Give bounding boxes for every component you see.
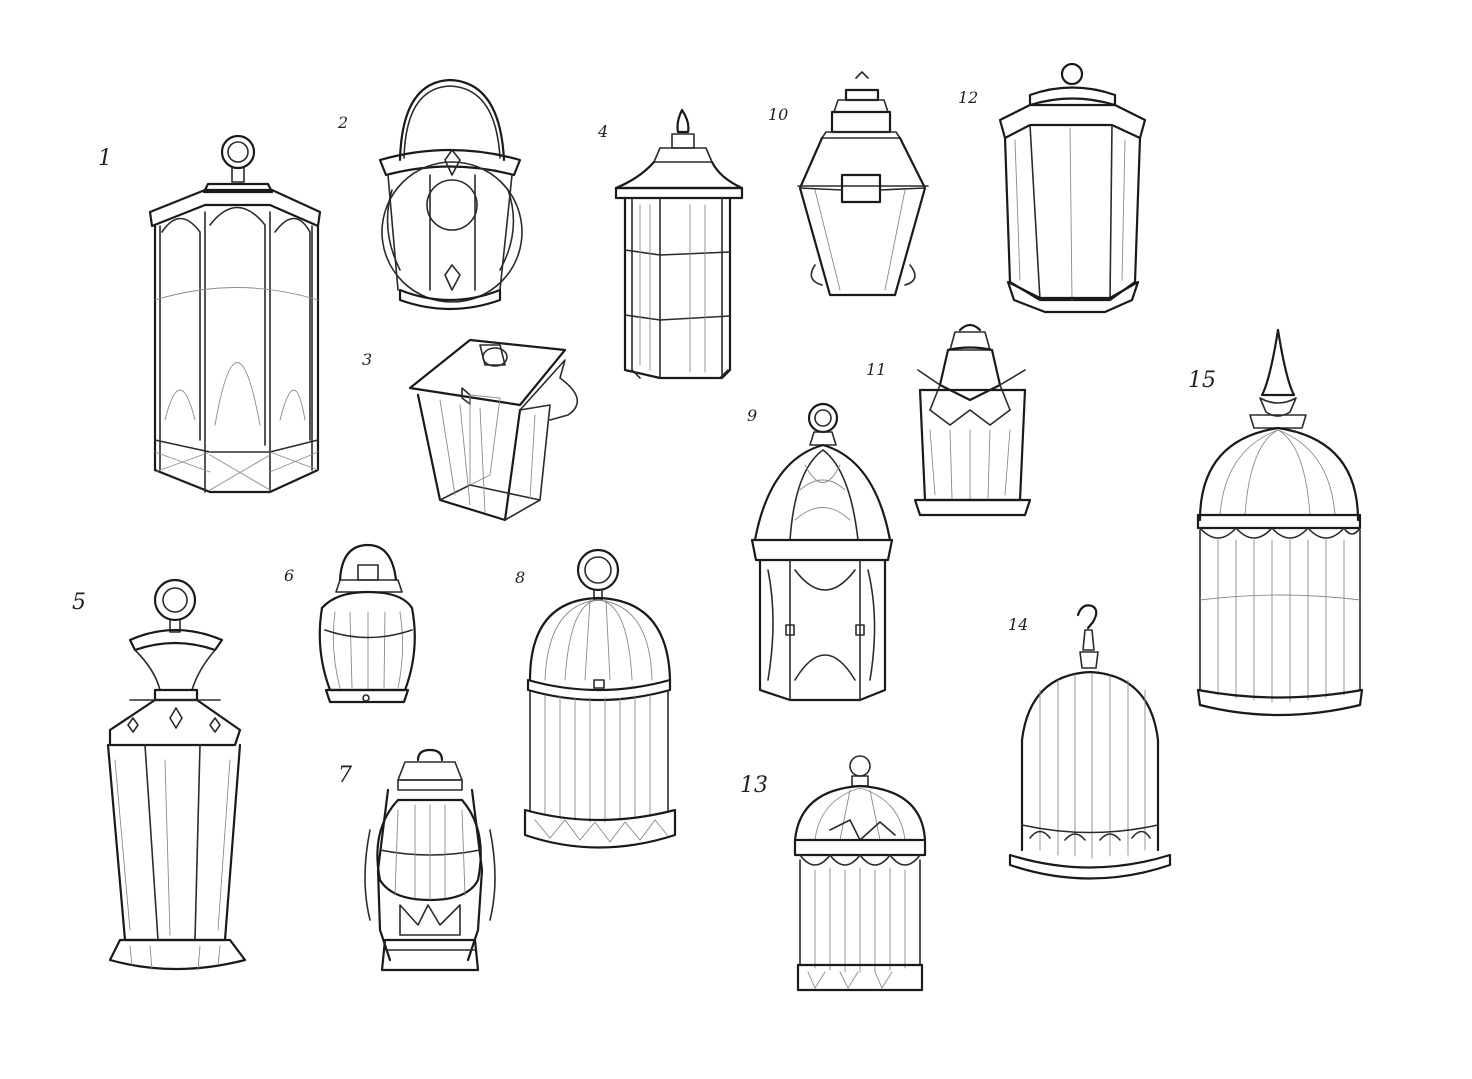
lantern-3-drawing: [408, 338, 578, 522]
label-13: 13: [740, 773, 768, 798]
lantern-12-drawing: [998, 62, 1147, 314]
label-14: 14: [1008, 615, 1029, 634]
label-4: 4: [598, 122, 609, 141]
label-10: 10: [768, 105, 789, 124]
lantern-5-drawing: [106, 578, 247, 971]
lantern-10-drawing: [797, 71, 929, 297]
label-5: 5: [72, 590, 86, 615]
label-6: 6: [284, 566, 295, 585]
lantern-9-drawing: [750, 402, 894, 702]
lantern-6-drawing: [318, 543, 416, 704]
lantern-7-drawing: [364, 748, 496, 972]
lantern-4-drawing: [614, 108, 744, 380]
label-11: 11: [866, 360, 887, 379]
lantern-8-drawing: [523, 548, 677, 849]
lantern-13-drawing: [793, 755, 927, 992]
label-7: 7: [338, 763, 352, 788]
label-8: 8: [515, 568, 526, 587]
label-3: 3: [362, 350, 373, 369]
lantern-11-drawing: [913, 323, 1032, 517]
lantern-2-drawing: [378, 78, 523, 311]
lantern-15-drawing: [1196, 328, 1364, 717]
label-2: 2: [338, 113, 349, 132]
lantern-1-drawing: [148, 134, 322, 494]
label-15: 15: [1188, 368, 1216, 393]
label-12: 12: [958, 88, 979, 107]
label-9: 9: [747, 406, 758, 425]
label-1: 1: [98, 146, 112, 171]
lantern-14-drawing: [1008, 604, 1172, 880]
